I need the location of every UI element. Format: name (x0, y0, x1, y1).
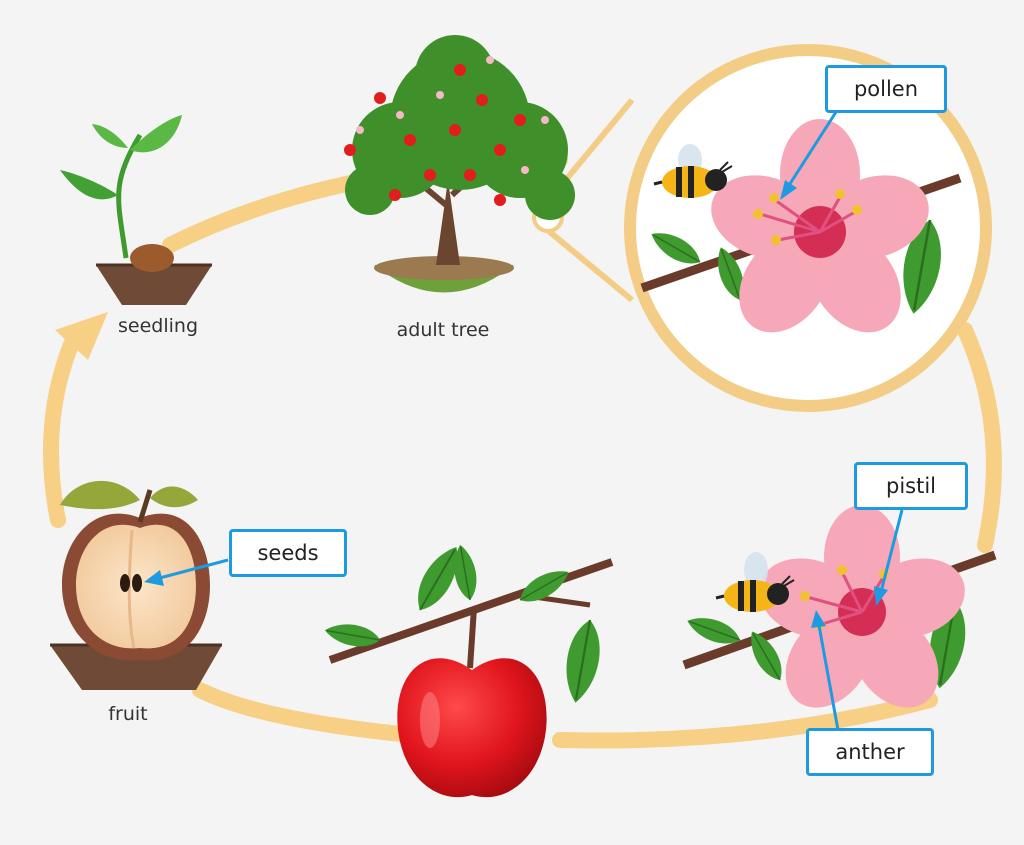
stage-label-adult-tree: adult tree (396, 319, 490, 341)
bee-bottom (715, 552, 795, 612)
apple-fruit-illustration (322, 539, 614, 798)
stage-label-seedling: seedling (118, 315, 198, 337)
stage-label-fruit: fruit (108, 703, 148, 725)
callout-anther: anther (806, 728, 934, 776)
fruit-cross-section (50, 480, 222, 690)
adult-tree-illustration (344, 35, 575, 293)
cycle-arrowhead (55, 312, 108, 360)
callout-pistil: pistil (854, 462, 968, 510)
callout-pointer-heads (144, 180, 888, 628)
callout-pointers (151, 111, 904, 731)
flower-closeup-top (640, 119, 962, 333)
flower-pollination (682, 505, 997, 708)
bee-top (653, 144, 733, 198)
callout-seeds: seeds (229, 529, 347, 577)
callout-pollen: pollen (825, 65, 947, 113)
seedling-illustration (60, 115, 212, 305)
